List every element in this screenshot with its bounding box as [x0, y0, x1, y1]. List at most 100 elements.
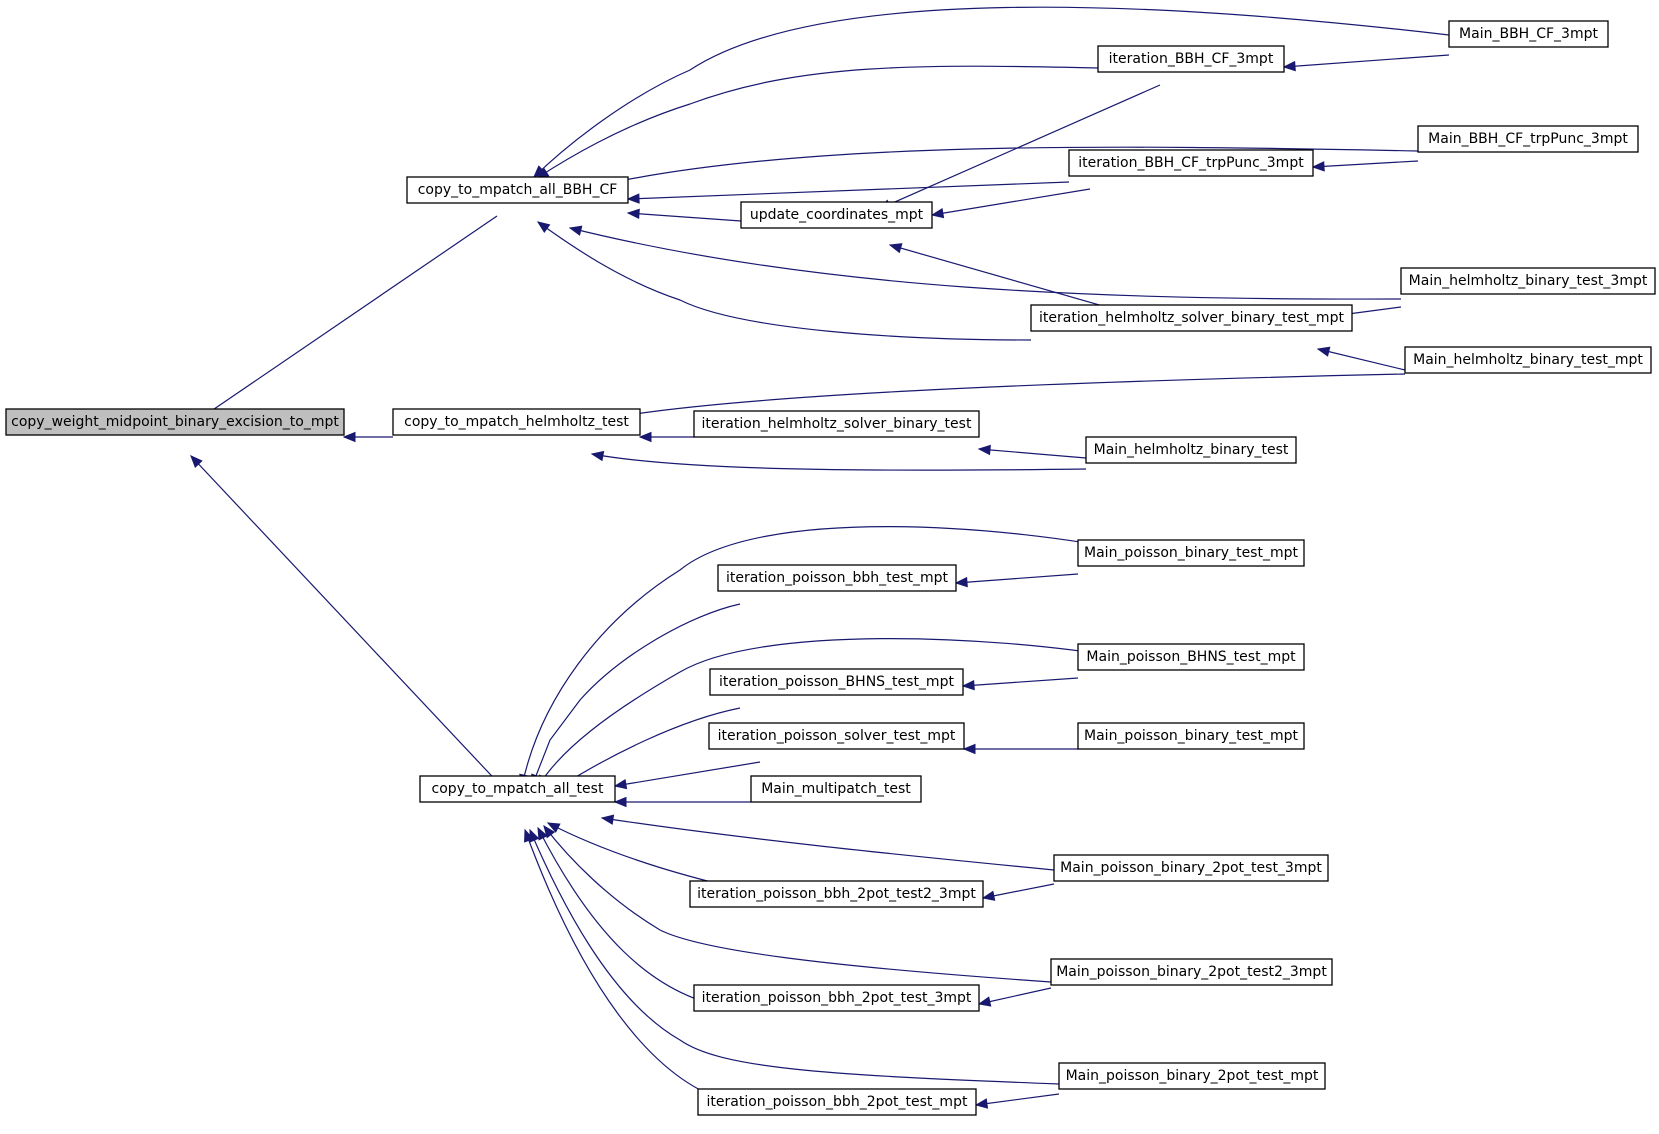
arrowhead-icon	[568, 225, 583, 236]
arrowhead-icon	[546, 822, 561, 833]
node-box[interactable]	[697, 1088, 977, 1116]
edge-line	[533, 6, 1450, 178]
edge-line	[521, 526, 1141, 787]
edge-line	[569, 227, 1402, 300]
node-box[interactable]	[717, 564, 957, 592]
node-box[interactable]	[1404, 346, 1652, 374]
node-main-pois-2pot-mpt[interactable]: Main_poisson_binary_2pot_test_mpt	[1058, 1062, 1326, 1090]
edge-iter_helm-to-helm	[638, 431, 694, 443]
edge-main_pois_2pot_3mpt-to-alltest	[600, 814, 1055, 871]
node-iter-pois-2pot-mpt[interactable]: iteration_poisson_bbh_2pot_test_mpt	[697, 1088, 977, 1116]
edge-iter_bbh_cf_trp-to-update_coords	[930, 188, 1091, 219]
node-bbhcf[interactable]: copy_to_mpatch_all_BBH_CF	[406, 176, 629, 204]
edge-iter_pois_2pot_mpt-to-alltest	[524, 828, 731, 1103]
arrowhead-icon	[1316, 346, 1331, 357]
edge-line	[627, 181, 1070, 200]
node-label: iteration_helmholtz_solver_binary_test_m…	[1039, 310, 1344, 326]
node-main-pois-2pot-3mpt[interactable]: Main_poisson_binary_2pot_test_3mpt	[1053, 854, 1329, 882]
edge-line	[955, 573, 1079, 584]
node-box[interactable]	[1050, 958, 1333, 986]
node-iter-pois-bbh[interactable]: iteration_poisson_bbh_test_mpt	[717, 564, 957, 592]
node-box[interactable]	[708, 722, 965, 750]
node-iter-pois-solver[interactable]: iteration_poisson_solver_test_mpt	[708, 722, 965, 750]
node-box[interactable]	[740, 201, 933, 229]
node-box[interactable]	[693, 984, 980, 1012]
node-label: iteration_BBH_CF_3mpt	[1109, 51, 1274, 67]
node-box[interactable]	[693, 410, 980, 438]
node-box[interactable]	[1417, 125, 1639, 153]
node-box[interactable]	[419, 775, 616, 803]
node-box[interactable]	[689, 880, 984, 908]
node-box[interactable]	[1053, 854, 1329, 882]
edge-line	[1283, 54, 1450, 68]
edge-main_bbh_cf_3mpt-to-iter_bbh_cf_3mpt	[1282, 54, 1450, 72]
node-main-bbh-cf-3mpt[interactable]: Main_BBH_CF_3mpt	[1448, 20, 1609, 48]
edge-line	[536, 65, 1099, 179]
node-label: Main_poisson_binary_2pot_test_mpt	[1066, 1068, 1319, 1084]
node-root[interactable]: copy_weight_midpoint_binary_excision_to_…	[5, 408, 345, 436]
node-iter-helm-mpt[interactable]: iteration_helmholtz_solver_binary_test_m…	[1030, 304, 1353, 332]
node-box[interactable]	[392, 408, 641, 436]
node-iter-pois-2pot-3mpt[interactable]: iteration_poisson_bbh_2pot_test_3mpt	[693, 984, 980, 1012]
edge-main_helm_3mpt-to-bbhcf	[568, 225, 1402, 300]
arrowhead-icon	[930, 207, 945, 219]
node-main-helm-3mpt[interactable]: Main_helmholtz_binary_test_3mpt	[1400, 267, 1656, 295]
node-box[interactable]	[1068, 149, 1314, 177]
edge-main_bbh_cf_trp-to-iter_bbh_cf_trp	[1311, 160, 1419, 172]
node-box[interactable]	[750, 775, 922, 803]
node-main-helm-mpt[interactable]: Main_helmholtz_binary_test_mpt	[1404, 346, 1652, 374]
node-box[interactable]	[1077, 722, 1305, 750]
arrowhead-icon	[888, 243, 903, 254]
node-main-pois-bin-mpt-1[interactable]: Main_poisson_binary_test_mpt	[1077, 539, 1305, 567]
node-main-pois-2pot-test2-3mpt[interactable]: Main_poisson_binary_2pot_test2_3mpt	[1050, 958, 1333, 986]
edge-alltest-to-root	[190, 455, 505, 790]
node-helm[interactable]: copy_to_mpatch_helmholtz_test	[392, 408, 641, 436]
node-label: update_coordinates_mpt	[750, 207, 924, 223]
node-label: Main_helmholtz_binary_test	[1094, 442, 1289, 458]
edge-line	[614, 761, 761, 787]
node-box[interactable]	[5, 408, 345, 436]
node-iter-bbh-cf-trp[interactable]: iteration_BBH_CF_trpPunc_3mpt	[1068, 149, 1314, 177]
edge-line	[537, 221, 1032, 341]
edge-main_pois_2pot_test2_3mpt-to-iter_pois_2pot_3mpt	[977, 987, 1052, 1007]
node-box[interactable]	[1448, 20, 1609, 48]
edge-line	[1312, 160, 1419, 168]
edge-line	[878, 84, 1161, 210]
node-box[interactable]	[1030, 304, 1353, 332]
node-box[interactable]	[709, 668, 964, 696]
node-box[interactable]	[1077, 539, 1305, 567]
node-alltest[interactable]: copy_to_mpatch_all_test	[419, 775, 616, 803]
arrowhead-icon	[1311, 161, 1325, 172]
node-label: iteration_helmholtz_solver_binary_test	[702, 416, 972, 432]
arrowhead-icon	[1282, 60, 1296, 72]
node-box[interactable]	[1097, 45, 1285, 73]
node-main-multipatch[interactable]: Main_multipatch_test	[750, 775, 922, 803]
node-box[interactable]	[1085, 436, 1297, 464]
edge-bbhcf-to-root	[196, 215, 498, 421]
node-main-pois-bhns[interactable]: Main_poisson_BHNS_test_mpt	[1077, 643, 1305, 671]
node-main-helm[interactable]: Main_helmholtz_binary_test	[1085, 436, 1297, 464]
node-box[interactable]	[406, 176, 629, 204]
edge-line	[931, 188, 1091, 216]
edge-main_multipatch-to-alltest	[613, 796, 751, 808]
edge-main_pois_bin_mpt_1-to-iter_pois_bbh	[954, 573, 1079, 588]
edge-line	[1317, 348, 1406, 371]
node-label: copy_to_mpatch_all_BBH_CF	[418, 182, 618, 198]
node-label: Main_helmholtz_binary_test_3mpt	[1409, 273, 1648, 289]
node-main-bbh-cf-trp[interactable]: Main_BBH_CF_trpPunc_3mpt	[1417, 125, 1639, 153]
node-main-pois-bin-mpt-2[interactable]: Main_poisson_binary_test_mpt	[1077, 722, 1305, 750]
node-box[interactable]	[1077, 643, 1305, 671]
edge-line	[601, 817, 1055, 871]
node-label: Main_multipatch_test	[761, 781, 911, 797]
node-box[interactable]	[1058, 1062, 1326, 1090]
node-iter-bbh-cf-3mpt[interactable]: iteration_BBH_CF_3mpt	[1097, 45, 1285, 73]
arrowhead-icon	[626, 208, 640, 220]
edge-iter_pois_2pot_3mpt-to-alltest	[537, 826, 731, 1009]
node-update-coords[interactable]: update_coordinates_mpt	[740, 201, 933, 229]
node-iter-pois-bhns[interactable]: iteration_poisson_BHNS_test_mpt	[709, 668, 964, 696]
node-iter-helm[interactable]: iteration_helmholtz_solver_binary_test	[693, 410, 980, 438]
node-iter-pois-2pot-test2-3mpt[interactable]: iteration_poisson_bbh_2pot_test2_3mpt	[689, 880, 984, 908]
edge-iter_pois_solver-to-alltest	[613, 761, 761, 790]
node-box[interactable]	[1400, 267, 1656, 295]
